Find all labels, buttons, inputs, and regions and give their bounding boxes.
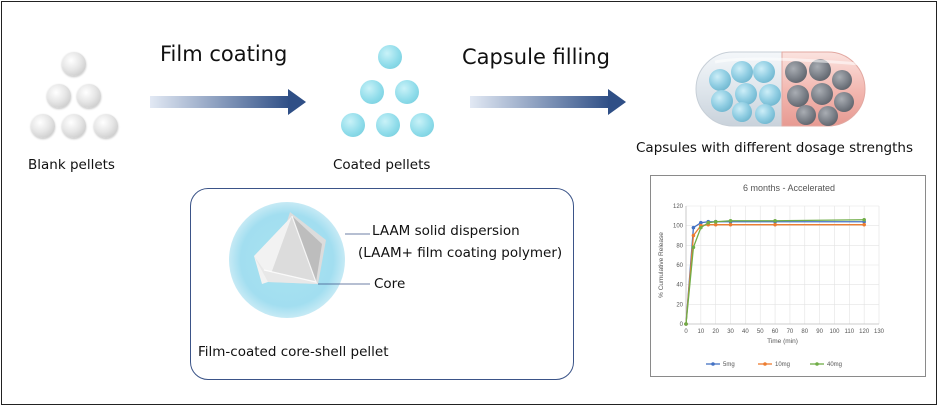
coated-pellet: [341, 113, 365, 137]
x-tick-label: 20: [712, 329, 719, 335]
blank-pellet: [47, 84, 71, 108]
y-tick-label: 60: [676, 263, 683, 269]
x-tick-label: 60: [772, 329, 779, 335]
data-point-10mg: [862, 222, 866, 227]
data-point-5mg: [691, 225, 696, 230]
blank-pellet: [31, 114, 55, 138]
data-point-40mg: [728, 218, 733, 223]
core-label: Core: [374, 276, 406, 292]
y-tick-label: 120: [673, 204, 684, 210]
data-point-10mg: [773, 222, 777, 227]
data-point-40mg: [713, 219, 718, 224]
coated-pellet: [376, 113, 400, 137]
series-line-40mg: [685, 219, 865, 325]
x-tick-label: 120: [859, 329, 870, 335]
series-line-10mg: [685, 224, 865, 325]
data-point-40mg: [691, 245, 696, 250]
dissolution-chart-svg: 6 months - Accelerated 0 10 20 30 40 50 60 70 80 9…: [658, 183, 885, 368]
arrow-capsule-filling: [470, 89, 626, 115]
blank-pellet: [77, 84, 101, 108]
y-tick-label: 20: [676, 302, 683, 308]
arrow-film-coating: [150, 89, 306, 115]
y-tick-label: 80: [676, 243, 683, 249]
x-tick-label: 30: [727, 329, 734, 335]
pellet-inset-panel: [190, 188, 574, 380]
y-tick-label: 40: [676, 283, 683, 289]
coated-pellet: [360, 80, 384, 104]
y-tick-label: 100: [673, 224, 684, 230]
capsules-label: Capsules with different dosage strengths: [636, 140, 913, 156]
data-point-40mg: [706, 220, 711, 225]
blank-pellets-label: Blank pellets: [28, 157, 115, 173]
core-shell-pellet: [229, 202, 345, 318]
x-tick-label: 50: [757, 329, 764, 335]
blank-pellet: [62, 114, 86, 138]
data-point-40mg: [699, 225, 703, 230]
x-tick-label: 90: [816, 329, 823, 335]
x-tick-label: 40: [742, 329, 749, 335]
laam-label-line1: LAAM solid dispersion: [372, 223, 520, 239]
legend-swatch-marker: [763, 362, 767, 366]
coated-pellets-label: Coated pellets: [333, 157, 431, 173]
legend-label: 5mg: [723, 362, 735, 368]
capsule-filling-label: Capsule filling: [462, 45, 610, 69]
capsule-coated-pellets: [709, 61, 781, 124]
x-tick-label: 10: [698, 329, 705, 335]
pellet-caption: Film-coated core-shell pellet: [198, 344, 389, 360]
x-tick-label: 80: [801, 329, 808, 335]
legend-swatch-marker: [711, 362, 715, 366]
legend-swatch-marker: [815, 362, 819, 366]
y-axis-label: % Cumulative Release: [658, 232, 665, 298]
dissolution-chart: 6 months - Accelerated 0 10 20 30 40 50 60 70 80 9…: [650, 175, 926, 377]
data-point-40mg: [684, 322, 688, 326]
capsule-grey-pellets: [785, 59, 854, 126]
film-coating-label: Film coating: [160, 42, 288, 66]
x-tick-label: 110: [845, 329, 855, 335]
blank-pellet: [62, 52, 86, 76]
x-tick-label: 0: [684, 329, 688, 335]
x-tick-label: 70: [787, 329, 794, 335]
legend-label: 10mg: [775, 362, 790, 368]
laam-label-line2: (LAAM+ film coating polymer): [358, 245, 563, 261]
y-tick-label: 0: [680, 322, 684, 328]
coated-pellet: [395, 80, 419, 104]
legend-label: 40mg: [827, 362, 842, 368]
data-point-10mg: [728, 222, 733, 227]
x-axis-label: Time (min): [767, 338, 798, 345]
blank-pellet: [94, 114, 118, 138]
data-point-5mg: [699, 220, 703, 225]
x-tick-label: 130: [874, 329, 885, 335]
capsule-illustration: [695, 51, 866, 127]
data-point-40mg: [862, 217, 866, 222]
coated-pellet: [410, 113, 434, 137]
chart-title: 6 months - Accelerated: [743, 183, 835, 193]
data-point-10mg: [713, 222, 718, 227]
data-point-10mg: [691, 233, 696, 238]
coated-pellet: [378, 45, 402, 69]
data-point-40mg: [773, 218, 777, 223]
x-tick-label: 100: [829, 329, 840, 335]
